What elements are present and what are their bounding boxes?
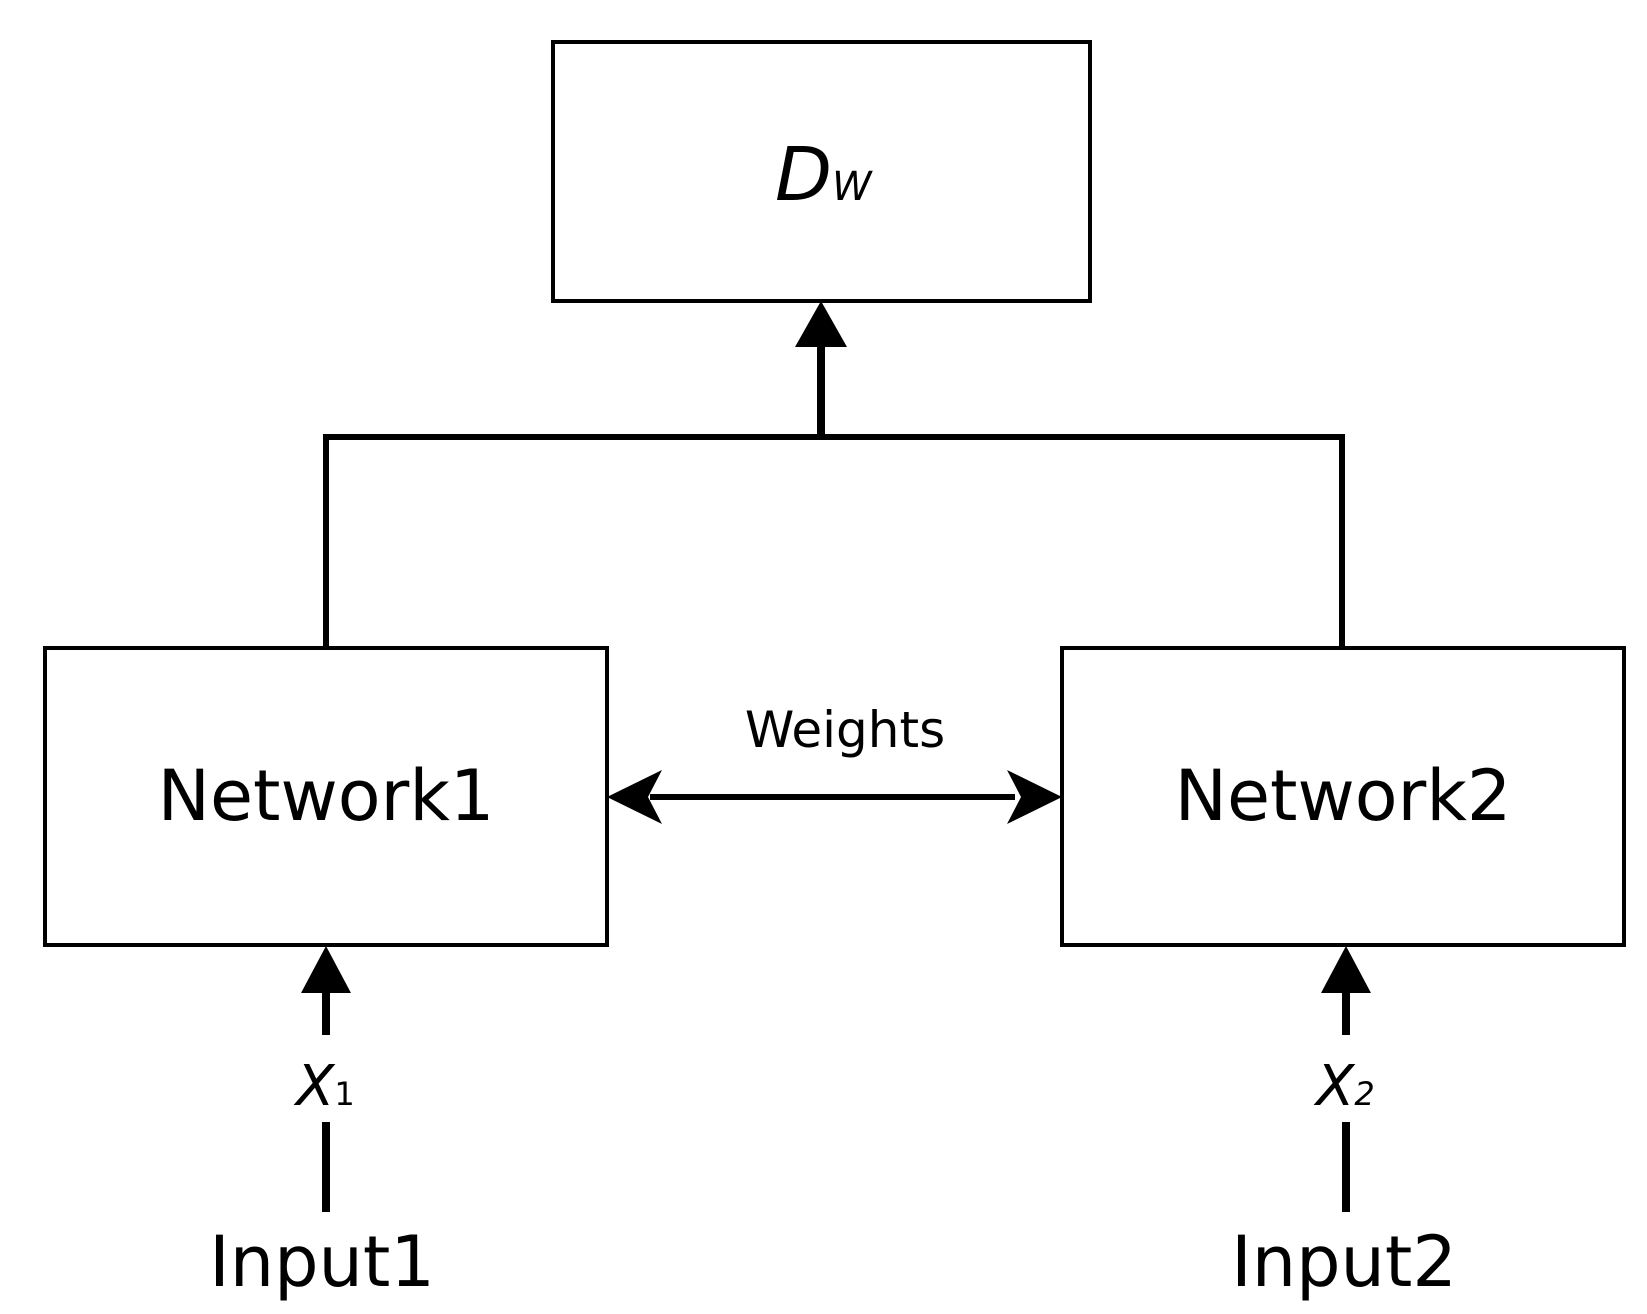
merge-connector xyxy=(323,434,1345,648)
distance-label: DW xyxy=(775,132,873,218)
weights-label: Weights xyxy=(745,701,945,759)
network2-label: Network2 xyxy=(1175,755,1512,837)
network2-box xyxy=(1060,646,1626,947)
distance-label-sub: W xyxy=(832,164,873,210)
input1-variable: X1 xyxy=(293,1054,355,1119)
input2-label: Input2 xyxy=(1231,1221,1457,1303)
distance-label-main: D xyxy=(775,132,832,218)
merge-arrow-head xyxy=(795,301,847,347)
input1-label: Input1 xyxy=(209,1221,435,1303)
weights-arrow-head-left xyxy=(607,770,662,824)
distance-box xyxy=(551,40,1092,303)
weights-arrow-head-right xyxy=(1007,770,1062,824)
input1-variable-main: X xyxy=(293,1054,336,1119)
network1-label: Network1 xyxy=(158,755,495,837)
network1-box xyxy=(43,646,609,947)
input1-arrow-head xyxy=(301,946,351,993)
input2-arrow-head xyxy=(1321,946,1371,993)
input2-variable-main: X xyxy=(1313,1054,1356,1119)
input2-variable-sub: 2 xyxy=(1354,1075,1374,1113)
input2-variable: X2 xyxy=(1313,1054,1375,1119)
input1-variable-sub: 1 xyxy=(334,1075,354,1113)
